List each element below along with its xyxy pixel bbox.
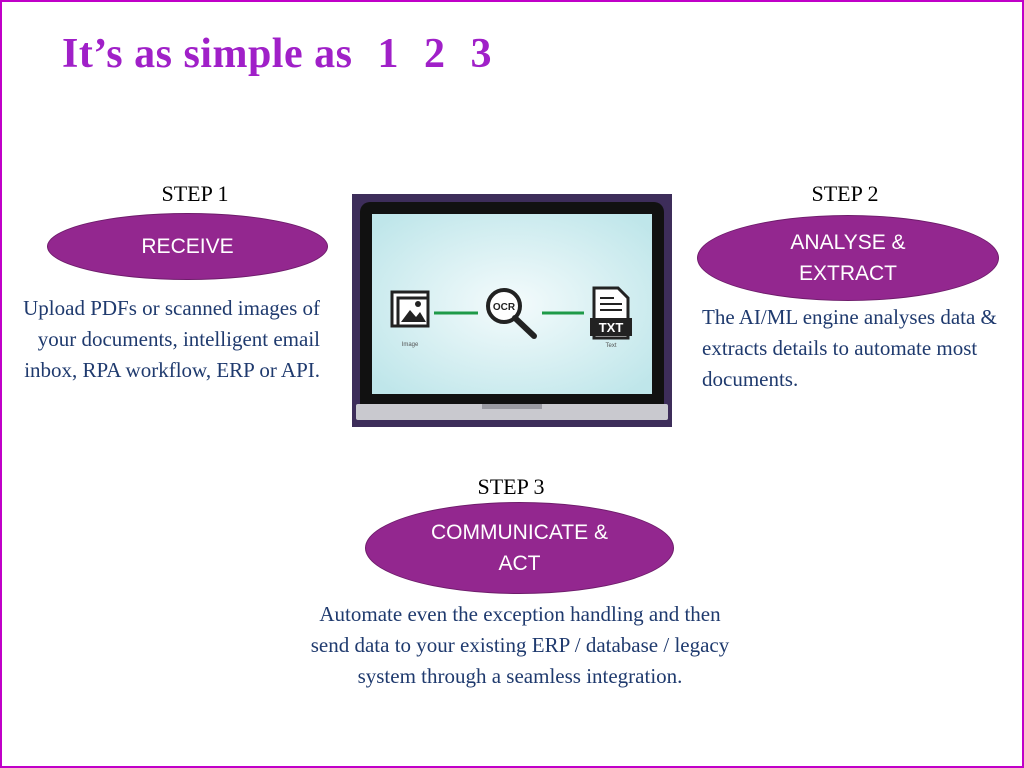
step-1-label: STEP 1 bbox=[161, 181, 229, 206]
step-2-pill: ANALYSE & EXTRACT bbox=[697, 215, 999, 301]
step-1-pill: RECEIVE bbox=[47, 213, 328, 280]
laptop-illustration: OCR TXT Image Text bbox=[352, 194, 672, 427]
step-1-description: Upload PDFs or scanned images of your do… bbox=[23, 296, 320, 382]
step-2-label: STEP 2 bbox=[811, 181, 879, 206]
laptop-base bbox=[356, 404, 668, 420]
step-3-pill-text: COMMUNICATE & ACT bbox=[431, 521, 608, 575]
ocr-text: OCR bbox=[493, 302, 516, 313]
step-3-label: STEP 3 bbox=[477, 474, 545, 499]
caption-text: Text bbox=[605, 343, 616, 349]
ocr-magnifier-icon: OCR bbox=[486, 288, 537, 339]
step-3-pill: COMMUNICATE & ACT bbox=[365, 502, 674, 594]
step-2-description: The AI/ML engine analyses data & extract… bbox=[702, 305, 997, 391]
slide-title: It’s as simple as 1 2 3 bbox=[62, 30, 492, 78]
laptop-svg: OCR TXT Image Text bbox=[352, 194, 672, 427]
title-number-1: 1 bbox=[377, 31, 399, 77]
step-1-pill-text: RECEIVE bbox=[141, 235, 234, 258]
txt-document-icon: TXT bbox=[590, 286, 632, 340]
txt-text: TXT bbox=[599, 320, 624, 335]
step-3-description: Automate even the exception handling and… bbox=[310, 602, 730, 688]
image-icon bbox=[390, 290, 430, 328]
title-number-2: 2 bbox=[423, 31, 446, 77]
title-number-3: 3 bbox=[470, 31, 492, 77]
step-2-pill-text: ANALYSE & EXTRACT bbox=[790, 231, 906, 285]
title-text: It’s as simple as bbox=[62, 31, 353, 77]
caption-image: Image bbox=[402, 342, 419, 348]
